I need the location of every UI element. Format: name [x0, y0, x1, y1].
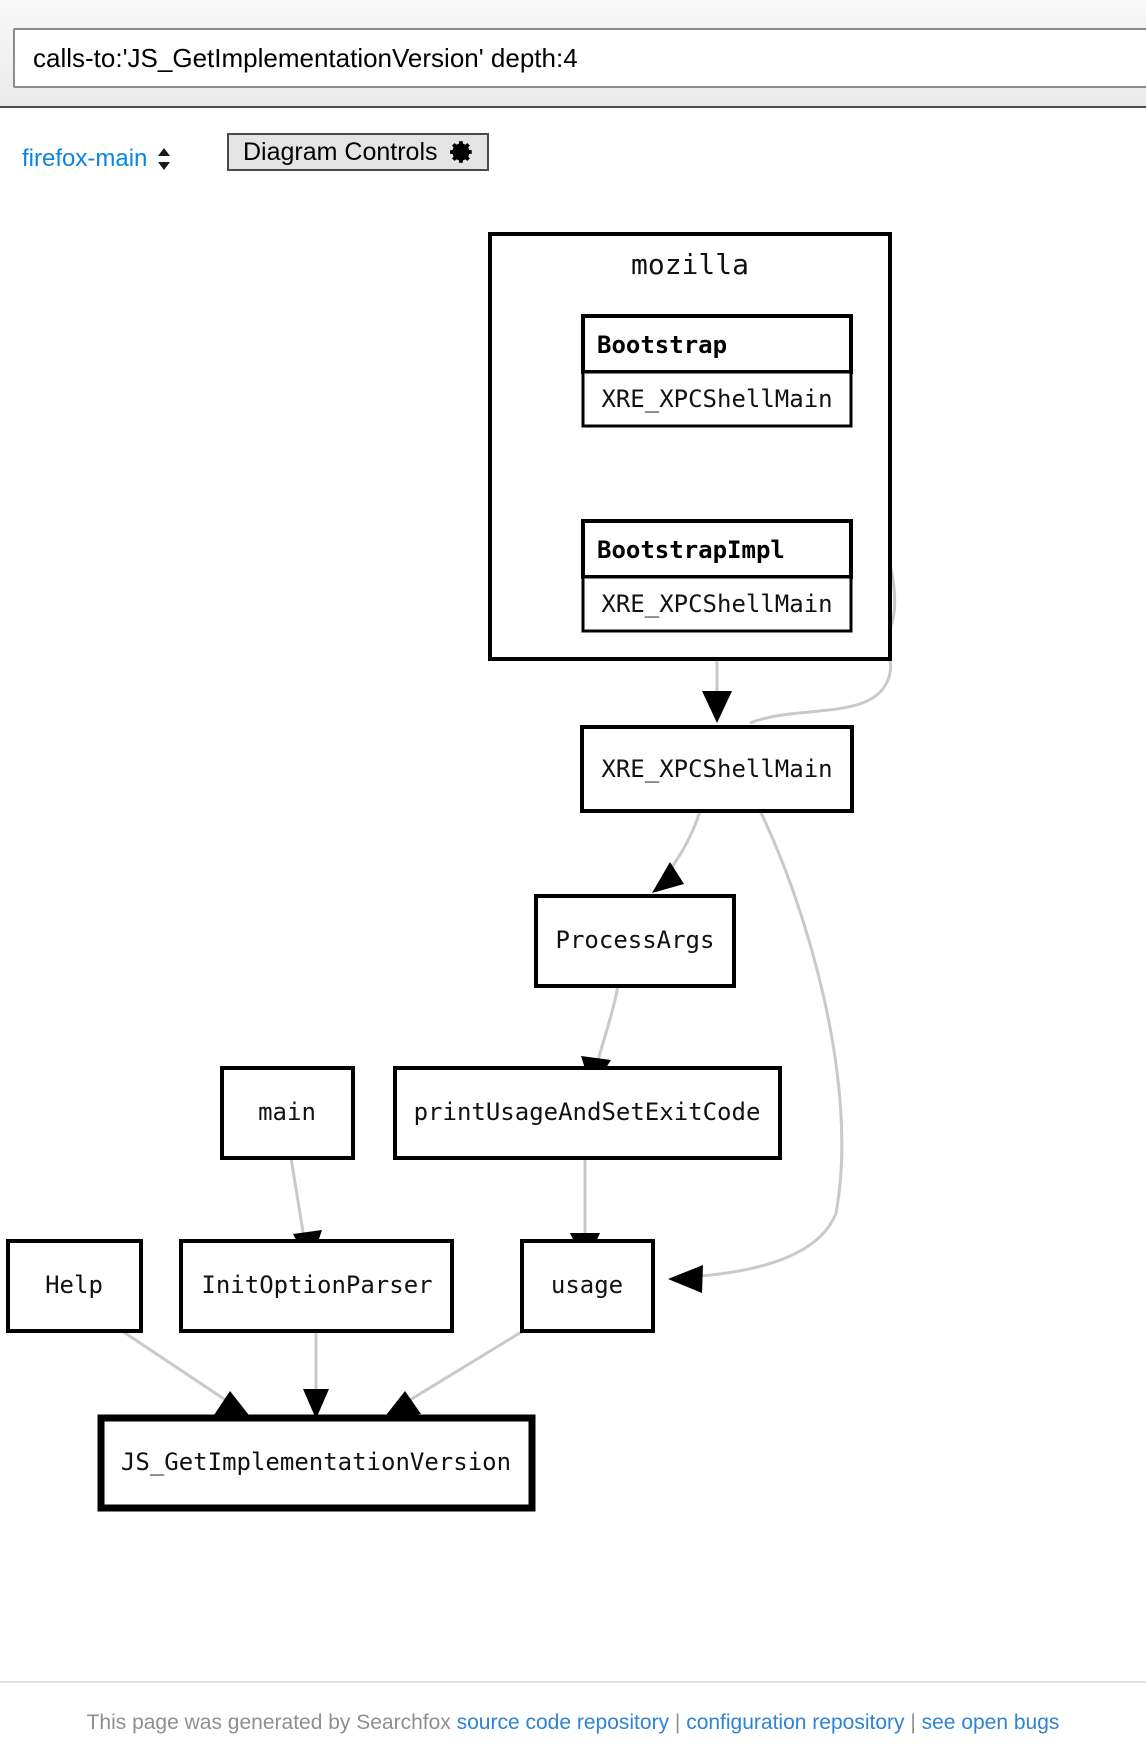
gear-icon: [449, 141, 472, 163]
class-box-bootstrap[interactable]: Bootstrap XRE_XPCShellMain: [581, 314, 853, 428]
node-main[interactable]: main: [220, 1066, 355, 1160]
edge-help-to-target: [121, 1329, 252, 1419]
class-member-bootstrapimpl-0: XRE_XPCShellMain: [601, 590, 832, 618]
tree-selector[interactable]: firefox-main: [22, 146, 171, 172]
footer-prefix: This page was generated by Searchfox: [86, 1711, 457, 1734]
node-label-processargs: ProcessArgs: [556, 926, 715, 954]
search-bar: calls-to:'JS_GetImplementationVersion' d…: [0, 0, 1146, 108]
node-label-help: Help: [45, 1271, 103, 1299]
edge-xre-to-usage: [668, 810, 844, 1293]
cluster-label-mozilla: mozilla: [631, 248, 749, 281]
page-footer: This page was generated by Searchfox sou…: [0, 1681, 1146, 1744]
node-initoptionparser[interactable]: InitOptionParser: [179, 1239, 454, 1333]
diagram-toolbar: firefox-main Diagram Controls: [0, 108, 1146, 203]
tree-selector-label: firefox-main: [22, 145, 148, 172]
edge-xre-to-processargs: [652, 810, 702, 893]
footer-link-open-bugs[interactable]: see open bugs: [921, 1711, 1060, 1734]
node-label-xre: XRE_XPCShellMain: [601, 755, 832, 783]
class-box-bootstrapimpl[interactable]: BootstrapImpl XRE_XPCShellMain: [581, 519, 853, 633]
node-xre-xpcshellmain[interactable]: XRE_XPCShellMain: [580, 725, 854, 813]
node-label-main: main: [258, 1098, 316, 1126]
footer-link-source-repo[interactable]: source code repository: [456, 1711, 670, 1734]
diagram-canvas: Bootstrap::XRE_XPCShellMain (inheritance…: [0, 203, 1146, 1643]
node-processargs[interactable]: ProcessArgs: [534, 894, 736, 988]
up-down-arrows-icon: [157, 146, 171, 172]
footer-separator-2: |: [904, 1711, 922, 1734]
class-name-bootstrap: Bootstrap: [597, 331, 727, 359]
diagram-controls-label: Diagram Controls: [243, 137, 438, 166]
node-label-initoptionparser: InitOptionParser: [201, 1271, 432, 1299]
node-usage[interactable]: usage: [520, 1239, 655, 1333]
search-input[interactable]: calls-to:'JS_GetImplementationVersion' d…: [13, 28, 1146, 88]
node-label-printusage: printUsageAndSetExitCode: [414, 1098, 761, 1126]
node-js-getimplementationversion[interactable]: JS_GetImplementationVersion: [97, 1414, 536, 1512]
node-printusageandsetexitcode[interactable]: printUsageAndSetExitCode: [393, 1066, 782, 1160]
node-label-target: JS_GetImplementationVersion: [121, 1448, 511, 1476]
diagram-controls-button[interactable]: Diagram Controls: [227, 133, 489, 171]
class-name-bootstrapimpl: BootstrapImpl: [597, 536, 785, 564]
footer-text: This page was generated by Searchfox sou…: [87, 1711, 1060, 1734]
edge-usage-to-target: [383, 1329, 524, 1419]
footer-separator-1: |: [669, 1711, 687, 1734]
node-label-usage: usage: [551, 1271, 623, 1299]
node-help[interactable]: Help: [6, 1239, 143, 1333]
class-member-bootstrap-0: XRE_XPCShellMain: [601, 385, 832, 413]
footer-link-config-repo[interactable]: configuration repository: [686, 1711, 905, 1734]
edge-initoptionparser-to-target: [303, 1331, 329, 1419]
call-graph-svg: Bootstrap::XRE_XPCShellMain (inheritance…: [6, 232, 897, 1512]
